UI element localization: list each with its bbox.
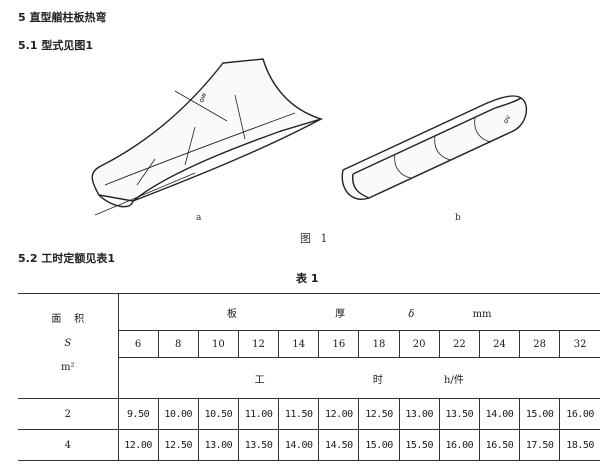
hours-value-cell: 14.00	[478, 398, 521, 430]
thickness-value-cell: 16	[318, 330, 360, 358]
hours-value-cell: 13.00	[398, 398, 440, 430]
thickness-word-2: 厚	[335, 308, 346, 320]
figure-a-curved-plate: ow	[91, 58, 324, 216]
thickness-value-cell: 28	[519, 330, 561, 358]
hours-value-cell: 16.00	[438, 429, 480, 461]
hours-value-cell: 15.00	[358, 429, 400, 461]
thickness-value-cell: 20	[398, 330, 440, 358]
area-value-cell: 4	[18, 429, 119, 461]
thickness-word-1: 板	[226, 308, 237, 320]
figure-a-label: a	[196, 213, 202, 223]
area-unit: m²	[61, 362, 75, 373]
figure-a-mark: ow	[197, 91, 208, 103]
hours-value-cell: 10.50	[197, 398, 239, 430]
hours-value-cell: 12.00	[318, 398, 360, 430]
table-caption: 表 1	[296, 272, 319, 285]
thickness-value-cell: 32	[559, 330, 600, 358]
time-word-1: 工	[254, 374, 265, 386]
hours-value-cell: 12.50	[157, 429, 199, 461]
thickness-value-cell: 22	[438, 330, 480, 358]
hours-value-cell: 9.50	[117, 398, 159, 430]
hours-value-cell: 14.00	[278, 429, 320, 461]
thickness-value-cell: 18	[358, 330, 400, 358]
time-header: 工 时 h/件	[117, 357, 600, 399]
time-unit: h/件	[444, 374, 464, 386]
hours-value-cell: 16.50	[478, 429, 521, 461]
hours-value-cell: 16.00	[559, 398, 600, 430]
thickness-value-cell: 24	[478, 330, 521, 358]
figure-b-trough-plate: ov	[341, 95, 528, 200]
hours-value-cell: 10.00	[157, 398, 199, 430]
section-5-1-heading: 5.1 型式见图1	[18, 39, 93, 52]
hours-value-cell: 18.50	[559, 429, 600, 461]
thickness-symbol: δ	[408, 308, 415, 320]
hours-value-cell: 15.00	[519, 398, 561, 430]
hours-value-cell: 14.50	[318, 429, 360, 461]
figure-b-label: b	[455, 213, 461, 223]
thickness-header: 板 厚 δ mm	[117, 293, 600, 331]
thickness-value-cell: 10	[197, 330, 239, 358]
section-5-2-heading: 5.2 工时定额见表1	[18, 252, 115, 265]
hours-value-cell: 13.00	[197, 429, 239, 461]
hours-value-cell: 12.00	[117, 429, 159, 461]
area-symbol: S	[64, 338, 72, 349]
hours-value-cell: 11.00	[237, 398, 280, 430]
area-value-cell: 2	[18, 398, 119, 430]
area-header-cell: 面 积 S m²	[18, 293, 119, 399]
hours-value-cell: 15.50	[398, 429, 440, 461]
thickness-value-cell: 14	[278, 330, 320, 358]
hours-value-cell: 13.50	[438, 398, 480, 430]
hours-value-cell: 13.50	[237, 429, 280, 461]
section-5-heading: 5 直型艏柱板热弯	[18, 11, 107, 24]
thickness-value-cell: 8	[157, 330, 199, 358]
hours-value-cell: 17.50	[519, 429, 561, 461]
thickness-value-cell: 12	[237, 330, 280, 358]
hours-value-cell: 12.50	[358, 398, 400, 430]
figure-b-mark: ov	[502, 114, 513, 125]
time-word-2: 时	[372, 374, 383, 386]
thickness-value-cell: 6	[117, 330, 159, 358]
thickness-unit: mm	[472, 308, 492, 320]
area-label: 面 积	[51, 314, 85, 325]
hours-value-cell: 11.50	[278, 398, 320, 430]
figure-caption: 图 1	[300, 232, 331, 245]
